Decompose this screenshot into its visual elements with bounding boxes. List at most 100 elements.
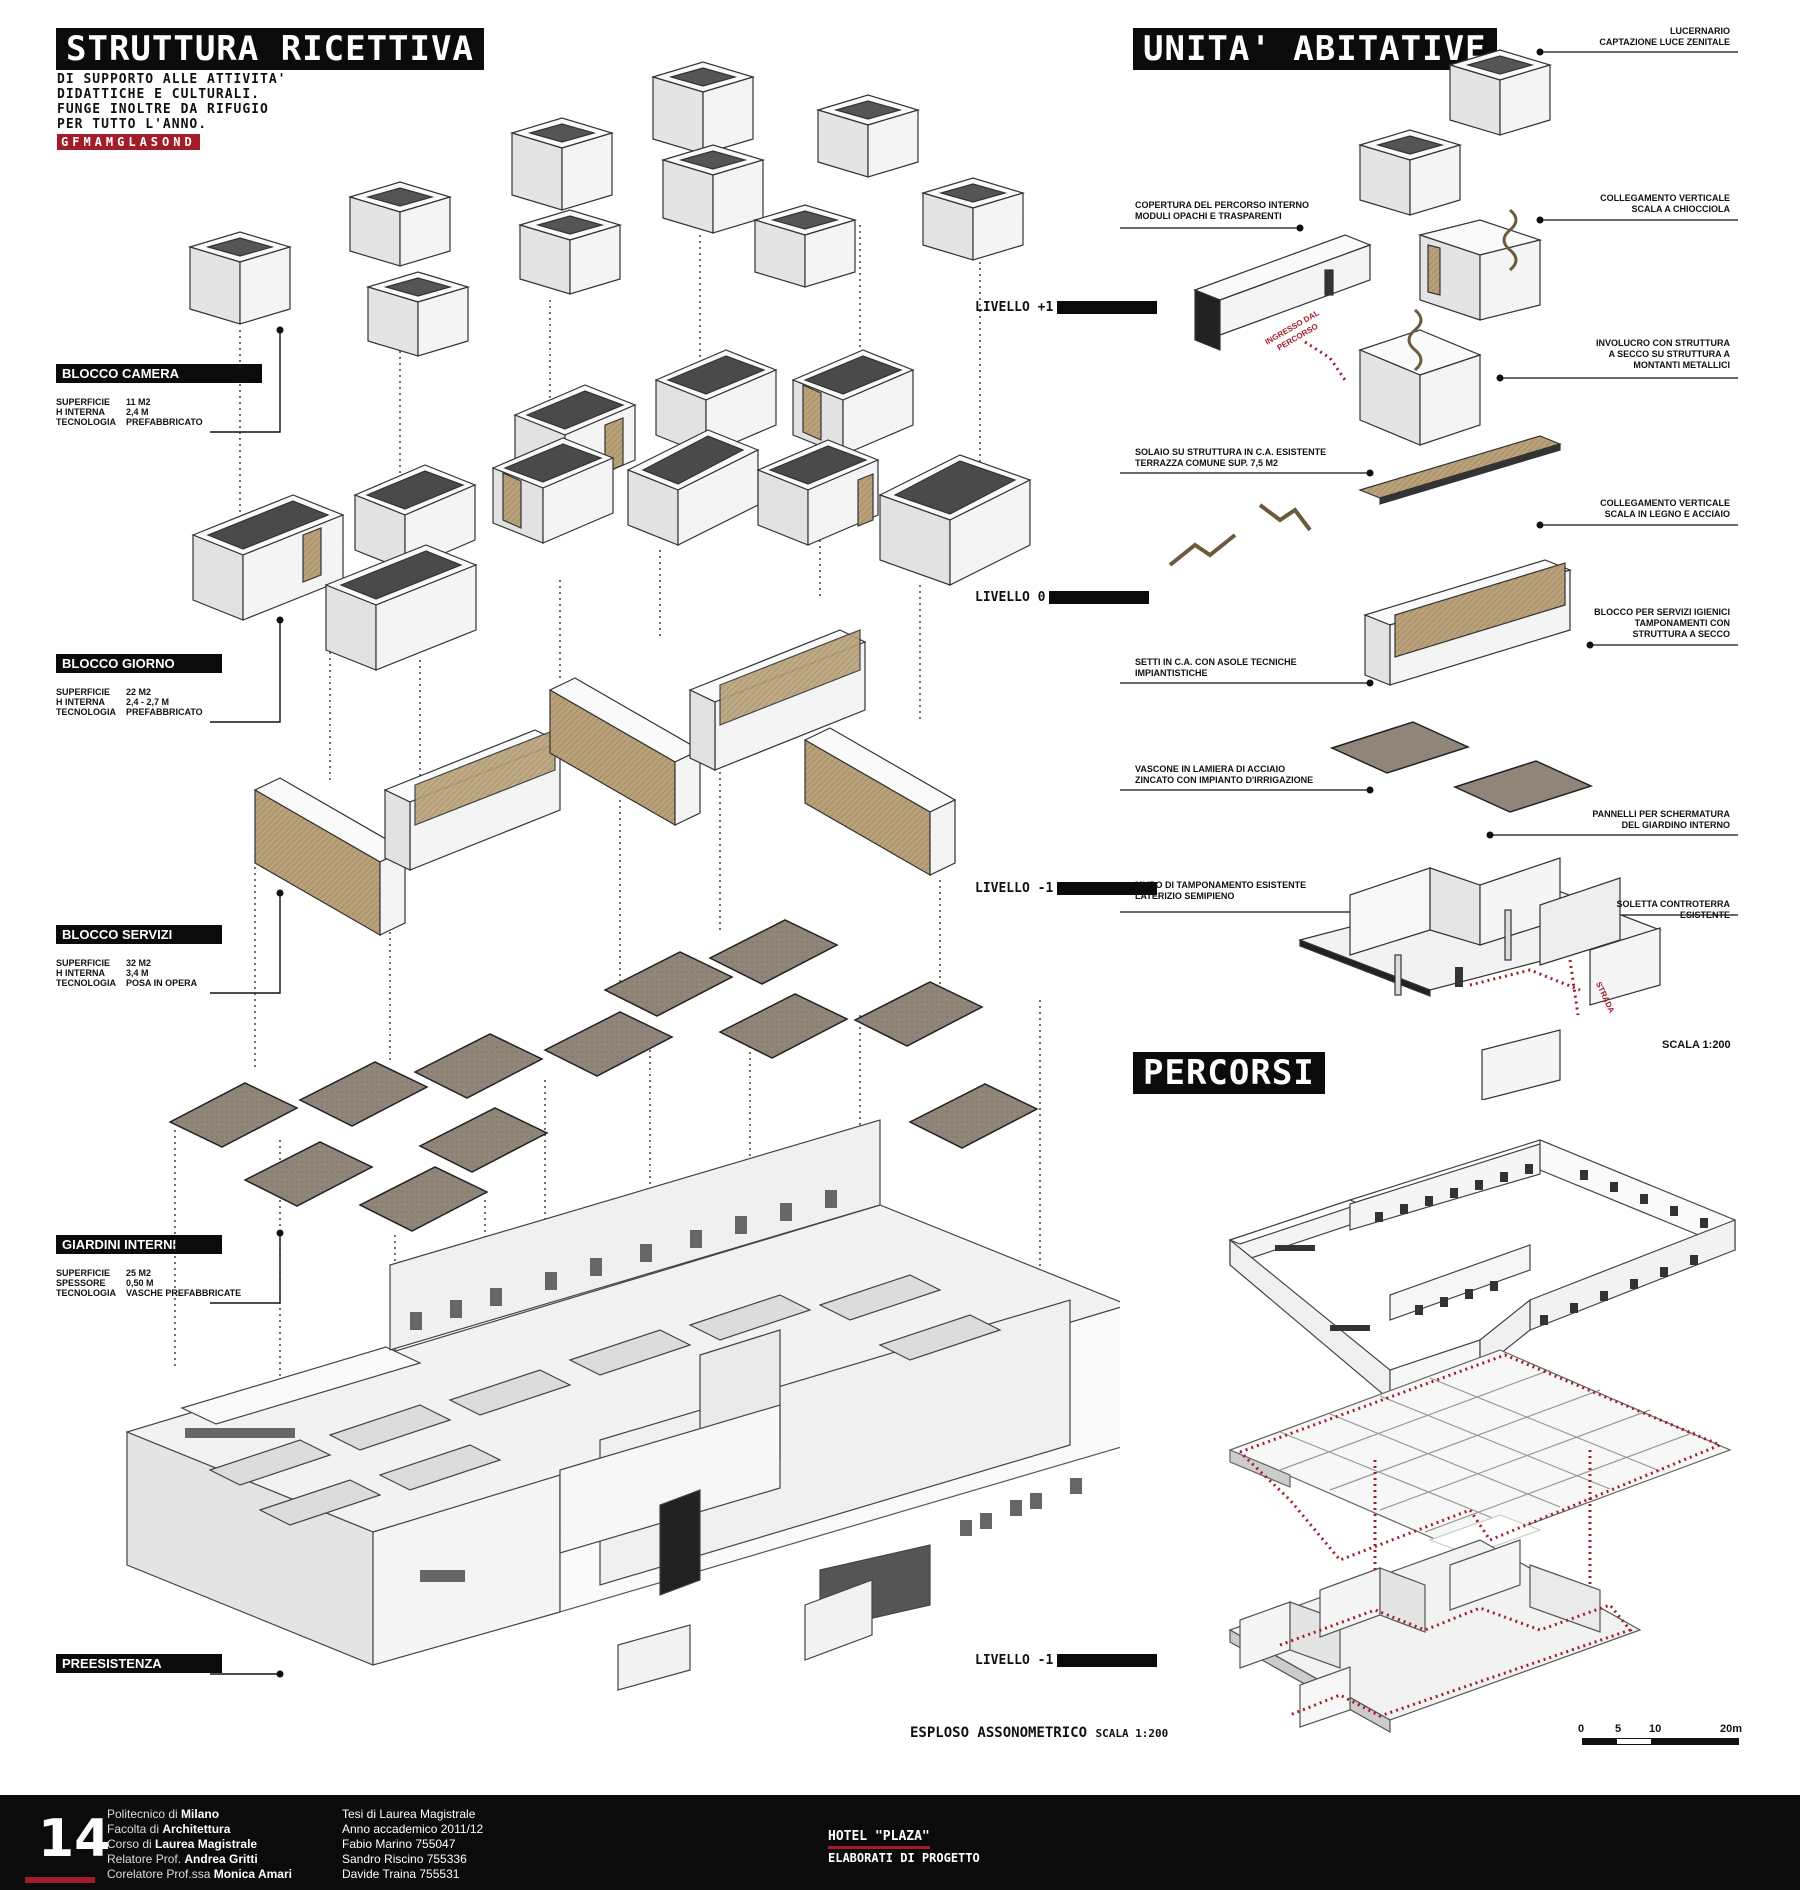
level-text: LIVELLO +1: [975, 300, 1054, 315]
block-camera-title: BLOCCO CAMERA: [56, 364, 262, 383]
footer-line: Anno accademico 2011/12: [342, 1822, 484, 1836]
spec-key: H INTERNA: [56, 407, 105, 417]
spec-value: PREFABBRICATO: [126, 707, 203, 717]
footer: 14 Politecnico di Milano Facolta di Arch…: [0, 1795, 1800, 1890]
footer-prefix: Politecnico di: [107, 1807, 182, 1821]
page-number-underline: [25, 1877, 95, 1883]
section-title-percorsi: PERCORSI: [1133, 1052, 1325, 1094]
level-bar: [1057, 1654, 1158, 1667]
spec-key: H INTERNA: [56, 697, 105, 707]
label-line: CAPTAZIONE LUCE ZENITALE: [1599, 37, 1730, 47]
spec-key: TECNOLOGIA: [56, 417, 116, 427]
footer-line: Politecnico di Milano: [107, 1807, 292, 1822]
spec-key: SPESSORE: [56, 1278, 106, 1288]
level-bar: [1057, 301, 1158, 314]
spec-key: SUPERFICIE: [56, 1268, 111, 1278]
label-solaio: SOLAIO SU STRUTTURA IN C.A. ESISTENTE TE…: [1135, 447, 1326, 469]
scale-tick-10: 10: [1649, 1723, 1662, 1735]
block-servizi-title: BLOCCO SERVIZI: [56, 925, 222, 944]
block-giardini-title: GIARDINI INTERNI: [56, 1235, 222, 1254]
section-title-unita: UNITA' ABITATIVE: [1133, 28, 1497, 70]
level-text: LIVELLO -1: [975, 881, 1054, 896]
footer-line: Davide Traina 755531: [342, 1867, 460, 1881]
paths-diagram: [1228, 1139, 1736, 1734]
spec-key: SUPERFICIE: [56, 687, 111, 697]
caption-scale: SCALA 1:200: [1095, 1727, 1169, 1740]
label-line: VASCONE IN LAMIERA DI ACCIAIO: [1135, 764, 1286, 774]
label-line: BLOCCO PER SERVIZI IGIENICI: [1594, 607, 1730, 617]
footer-value: Monica Amari: [213, 1867, 292, 1881]
block-giorno-title: BLOCCO GIORNO: [56, 654, 222, 673]
scale-tick-5: 5: [1615, 1723, 1622, 1735]
footer-line: Relatore Prof. Andrea Gritti: [107, 1852, 292, 1867]
label-line: COLLEGAMENTO VERTICALE: [1600, 498, 1730, 508]
label-line: LUCERNARIO: [1670, 26, 1730, 36]
caption-main: ESPLOSO ASSONOMETRICO: [910, 1725, 1088, 1741]
scale-bar-graphic: [1582, 1738, 1739, 1745]
spec-value: 2,4 M: [126, 407, 149, 417]
footer-institution: Politecnico di Milano Facolta di Archite…: [107, 1807, 292, 1882]
label-line: MODULI OPACHI E TRASPARENTI: [1135, 211, 1282, 221]
label-line: SOLAIO SU STRUTTURA IN C.A. ESISTENTE: [1135, 447, 1327, 457]
spec-value: 0,50 M: [126, 1278, 154, 1288]
spec-value: 11 M2: [126, 397, 151, 407]
exploded-caption: ESPLOSO ASSONOMETRICO SCALA 1:200: [910, 1725, 1168, 1741]
footer-value: Milano: [181, 1807, 220, 1821]
label-collegamento-1: COLLEGAMENTO VERTICALE SCALA A CHIOCCIOL…: [1590, 193, 1730, 215]
spec-value: 25 M2: [126, 1268, 152, 1278]
spec-key: SUPERFICIE: [56, 397, 111, 407]
block-camera-spec: BLOCCO CAMERA SUPERFICIE 11 M2 H INTERNA 2…: [56, 364, 262, 427]
label-line: COPERTURA DEL PERCORSO INTERNO: [1135, 200, 1310, 210]
label-line: MURO DI TAMPONAMENTO ESISTENTE: [1135, 880, 1307, 890]
footer-authors: Tesi di Laurea Magistrale Anno accademic…: [342, 1807, 483, 1882]
label-line: STRUTTURA A SECCO: [1632, 629, 1731, 639]
label-line: INVOLUCRO CON STRUTTURA: [1596, 338, 1730, 348]
label-lucernario: LUCERNARIO CAPTAZIONE LUCE ZENITALE: [1590, 26, 1730, 48]
label-line: IMPIANTISTICHE: [1135, 668, 1208, 678]
section-title-struttura: STRUTTURA RICETTIVA: [56, 28, 484, 70]
footer-line: Sandro Riscino 755336: [342, 1852, 467, 1866]
roof-boxes: [187, 61, 1026, 357]
header-description: DI SUPPORTO ALLE ATTIVITA' DIDATTICHE E …: [57, 72, 287, 132]
footer-prefix: Corso di: [107, 1837, 156, 1851]
level-label-zero: LIVELLO 0: [975, 590, 1150, 605]
label-soletta: SOLETTA CONTROTERRA ESISTENTE: [1590, 899, 1731, 921]
label-line: SOLETTA CONTROTERRA: [1616, 899, 1731, 909]
label-line: TERRAZZA COMUNE SUP. 7,5 M2: [1135, 458, 1279, 468]
level-text: LIVELLO 0: [975, 590, 1046, 605]
label-line: A SECCO SU STRUTTURA A: [1608, 349, 1731, 359]
level-label-plus1: LIVELLO +1: [975, 300, 1158, 315]
label-line: MONTANTI METALLICI: [1633, 360, 1730, 370]
footer-prefix: Corelatore Prof.ssa: [107, 1867, 214, 1881]
footer-line: Corelatore Prof.ssa Monica Amari: [107, 1867, 292, 1882]
page-number: 14: [38, 1809, 111, 1869]
label-line: COLLEGAMENTO VERTICALE: [1600, 193, 1730, 203]
exploded-axonometric-drawing: [125, 61, 1120, 1691]
label-line: LATERIZIO SEMIPIENO: [1135, 891, 1235, 901]
label-setti: SETTI IN C.A. CON ASOLE TECNICHE IMPIANT…: [1135, 657, 1297, 679]
label-copertura: COPERTURA DEL PERCORSO INTERNO MODULI OP…: [1135, 200, 1309, 222]
label-involucro: INVOLUCRO CON STRUTTURA A SECCO SU STRUT…: [1590, 338, 1730, 371]
spec-key: H INTERNA: [56, 968, 105, 978]
level-bar: [1049, 591, 1150, 604]
spec-value: 32 M2: [126, 958, 152, 968]
desc-line: DI SUPPORTO ALLE ATTIVITA': [57, 72, 287, 87]
footer-prefix: Relatore Prof.: [107, 1852, 185, 1866]
desc-line: FUNGE INOLTRE DA RIFUGIO: [57, 102, 269, 117]
garden-slabs: [168, 919, 1039, 1232]
block-preesistenza-title: PREESISTENZA: [56, 1654, 222, 1673]
scale-tick-0: 0: [1578, 1723, 1585, 1735]
footer-prefix: Facolta di: [107, 1822, 163, 1836]
desc-line: DIDATTICHE E CULTURALI.: [57, 87, 261, 102]
level-label-minus1-base: LIVELLO -1: [975, 1653, 1158, 1668]
scale-tick-20: 20m: [1720, 1723, 1743, 1735]
label-vascone: VASCONE IN LAMIERA DI ACCIAIO ZINCATO CO…: [1135, 764, 1313, 786]
footer-line: Fabio Marino 755047: [342, 1837, 456, 1851]
existing-building: [125, 1119, 1120, 1691]
spec-value: POSA IN OPERA: [126, 978, 198, 988]
label-line: SETTI IN C.A. CON ASOLE TECNICHE: [1135, 657, 1297, 667]
label-blocco-servizi: BLOCCO PER SERVIZI IGIENICI TAMPONAMENTI…: [1590, 607, 1730, 640]
level-bar: [1057, 882, 1158, 895]
months-strip: GFMAMGLASOND: [57, 134, 200, 150]
